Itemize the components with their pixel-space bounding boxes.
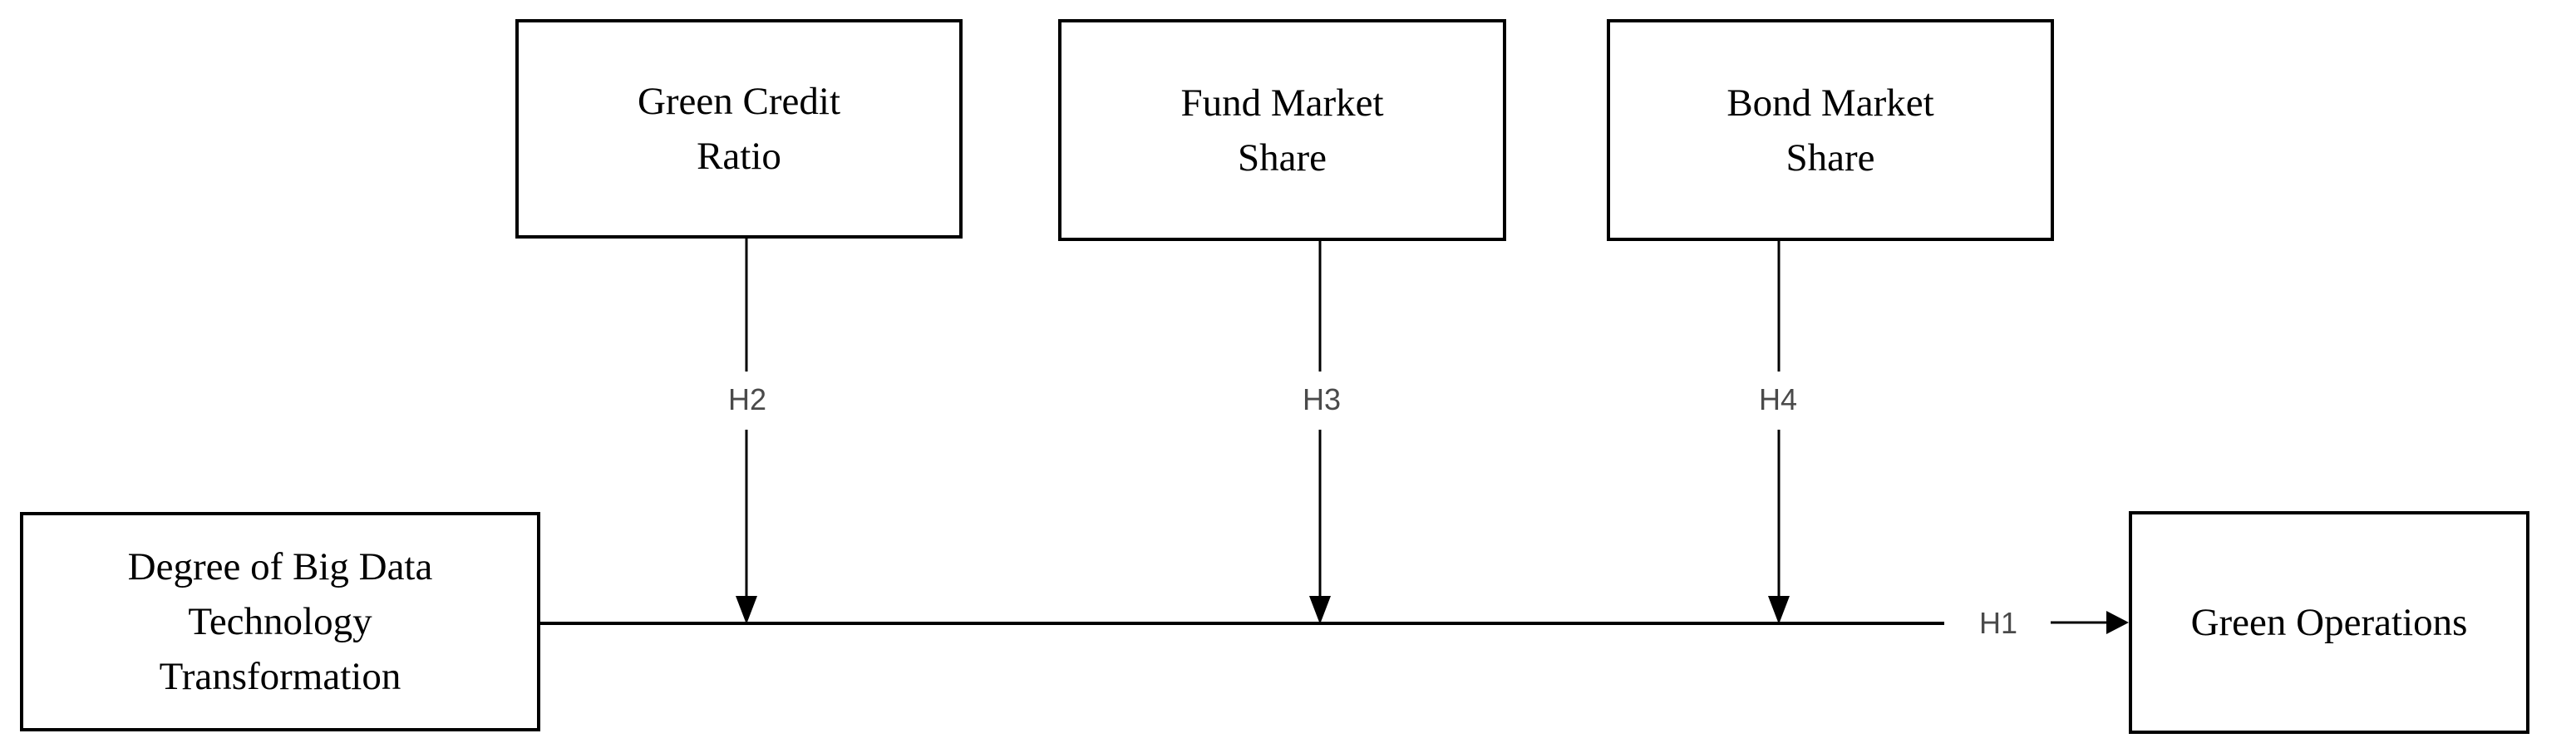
arrow-h1-head-icon (2106, 611, 2129, 634)
arrow-h1 (540, 611, 2129, 634)
box-fund-market-share-label: Fund Market Share (1180, 81, 1384, 180)
box-degree-of-big-data-technology-transformation-label: Degree of Big Data Technology Transforma… (127, 545, 433, 698)
hypothesis-label-h3: H3 (1295, 383, 1348, 416)
box-bond-market-share-label: Bond Market Share (1726, 81, 1934, 180)
arrow-h2 (736, 239, 757, 624)
arrow-h3 (1309, 241, 1331, 624)
box-bond-market-share: Bond Market Share (1607, 19, 2054, 241)
hypothesis-label-h4: H4 (1751, 383, 1805, 416)
arrow-h3-head-icon (1309, 596, 1331, 624)
hypothesis-label-h1: H1 (1972, 607, 2025, 640)
arrow-h4 (1768, 241, 1790, 624)
box-green-credit-ratio-label: Green Credit Ratio (637, 80, 841, 178)
hypothesis-label-h2: H2 (721, 383, 774, 416)
arrow-h4-head-icon (1768, 596, 1790, 624)
box-degree-of-big-data-technology-transformation: Degree of Big Data Technology Transforma… (20, 512, 540, 731)
box-green-operations: Green Operations (2129, 511, 2529, 734)
arrow-h2-head-icon (736, 596, 757, 624)
box-green-operations-label: Green Operations (2190, 601, 2468, 644)
box-green-credit-ratio: Green Credit Ratio (515, 19, 963, 239)
box-fund-market-share: Fund Market Share (1058, 19, 1506, 241)
